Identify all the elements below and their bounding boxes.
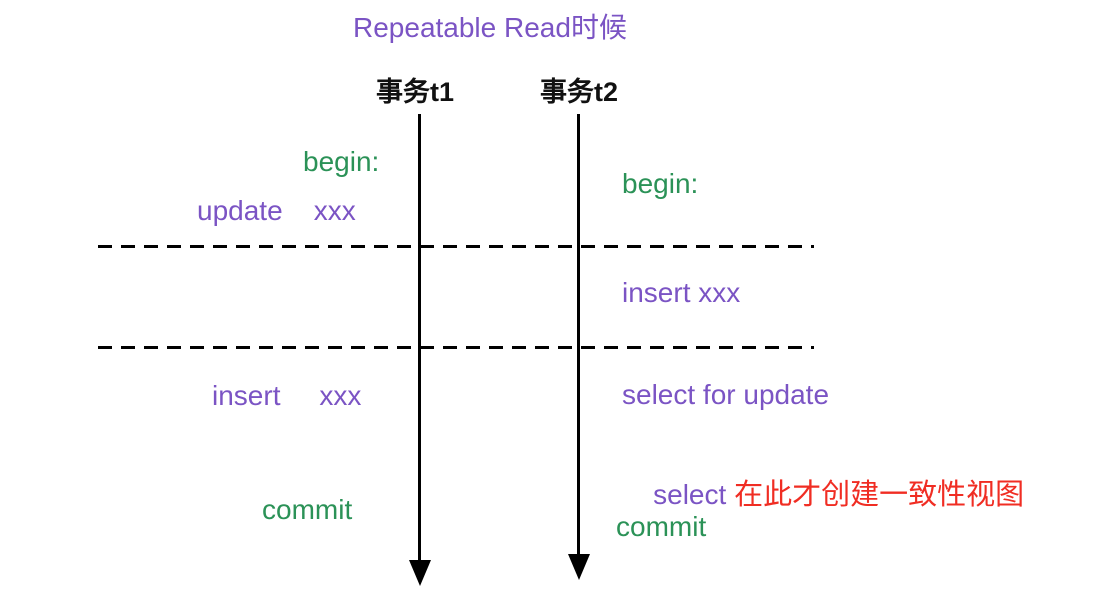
diagram-title: Repeatable Read时候: [353, 12, 627, 43]
dashed-separator-2: [98, 346, 814, 349]
t1-update-label: update xxx: [197, 195, 356, 226]
t2-select-row: select 在此才创建一致性视图: [622, 449, 1024, 542]
t2-select-label: select: [653, 478, 735, 510]
t1-insert-label: insert xxx: [212, 380, 362, 411]
t2-insert-label: insert xxx: [622, 277, 741, 308]
t2-commit-label: commit: [616, 511, 707, 542]
t2-select-for-update-label: select for update: [622, 379, 830, 410]
t2-begin-label: begin:: [622, 168, 699, 199]
transaction-t2-header: 事务t2: [540, 77, 619, 107]
dashed-separator-1: [98, 245, 814, 248]
t1-begin-label: begin:: [303, 146, 380, 177]
t2-select-consistent-view-note: 在此才创建一致性视图: [734, 478, 1025, 511]
timeline-t1-arrowhead-icon: [409, 560, 431, 586]
transaction-t1-header: 事务t1: [376, 77, 455, 107]
t1-commit-label: commit: [262, 494, 353, 525]
timeline-t2-arrowhead-icon: [568, 554, 590, 580]
timeline-t2-line: [577, 114, 580, 554]
timeline-t1-line: [418, 114, 421, 560]
